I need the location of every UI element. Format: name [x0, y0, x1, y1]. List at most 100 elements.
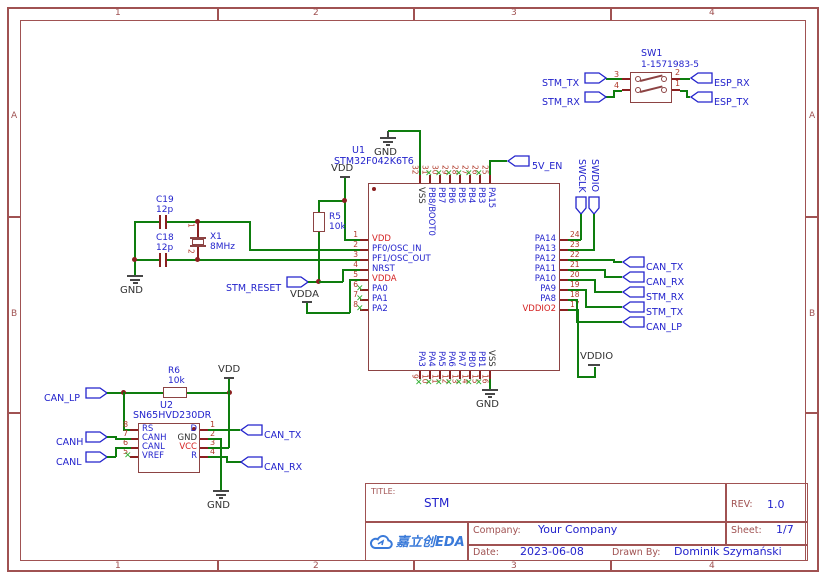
gnd-symbol[interactable]	[387, 131, 389, 138]
frame-row-label: A	[11, 111, 18, 121]
netflag-shape[interactable]	[286, 276, 309, 288]
netflag-shape[interactable]	[622, 256, 645, 268]
netflag-stm-rx[interactable]: STM_RX	[542, 90, 580, 109]
netflag-swdio-label[interactable]: SWDIO	[588, 159, 600, 193]
wire	[123, 392, 125, 431]
rev-value[interactable]: 1.0	[767, 498, 785, 511]
netflag-shape[interactable]	[240, 456, 263, 468]
u1-pin-stub	[429, 175, 431, 183]
netflag-can-tx[interactable]: CAN_TX	[646, 255, 683, 274]
netflag-shape[interactable]	[584, 72, 607, 84]
vdd-label[interactable]: VDD	[331, 163, 354, 174]
netflag-shape[interactable]	[622, 316, 645, 328]
no-connect-x: ✕	[415, 378, 423, 388]
u1-pin-number: 9	[410, 374, 420, 379]
u2-pin-stub	[130, 447, 138, 449]
gnd-symbol[interactable]	[213, 490, 229, 492]
u1-pin-label: PB5	[455, 187, 466, 204]
netflag-shape[interactable]	[690, 72, 713, 84]
wire	[604, 276, 622, 278]
u1-pin-number: 11	[430, 374, 440, 384]
netflag-can-lp[interactable]: CAN_LP	[646, 315, 682, 334]
x1-pin	[197, 221, 199, 237]
date-value[interactable]: 2023-06-08	[520, 545, 584, 558]
netflag-stm-tx[interactable]: STM_TX	[542, 71, 579, 90]
wire	[318, 232, 320, 282]
netflag-stm-tx[interactable]: STM_TX	[646, 300, 683, 319]
r5-body[interactable]	[313, 212, 325, 232]
r6-body[interactable]	[163, 387, 187, 398]
gnd-symbol	[386, 144, 390, 146]
x1-body[interactable]	[192, 239, 204, 245]
c18-plate[interactable]	[159, 253, 161, 267]
netflag-label: CANH	[56, 437, 84, 448]
sw1-contact	[661, 76, 667, 82]
c18-plate[interactable]	[165, 253, 167, 267]
netflag-shape[interactable]	[690, 91, 713, 103]
no-connect-x: ✕	[455, 169, 463, 179]
netflag-shape[interactable]	[85, 387, 108, 399]
u1-pin-number: 22	[570, 250, 580, 259]
gnd-symbol[interactable]	[482, 389, 498, 391]
netflag-5v-en[interactable]: 5V_EN	[532, 154, 562, 173]
drawn-by-value[interactable]: Dominik Szymański	[674, 545, 782, 558]
gnd-label: GND	[120, 285, 143, 296]
netflag-shape[interactable]	[85, 431, 108, 443]
drawn-by-label: Drawn By:	[612, 547, 661, 558]
netflag-label: ESP_TX	[714, 97, 749, 108]
r5-value: 10k	[329, 222, 346, 232]
netflag-shape[interactable]	[622, 271, 645, 283]
x1-plate	[190, 245, 206, 247]
gnd-symbol[interactable]	[127, 275, 143, 277]
netflag-esp-rx[interactable]: ESP_RX	[714, 71, 750, 90]
frame-col-label: 1	[115, 8, 121, 18]
netflag-shape[interactable]	[507, 155, 530, 167]
wire	[115, 447, 117, 457]
c19-plate[interactable]	[165, 215, 167, 229]
netflag-shape[interactable]	[588, 196, 601, 215]
company-value[interactable]: Your Company	[538, 523, 618, 536]
title-value[interactable]: STM	[424, 496, 450, 510]
netflag-stm-rx[interactable]: STM_RX	[646, 285, 684, 304]
u2-ref: U2	[160, 400, 173, 411]
u2-pin-label: D	[190, 424, 197, 434]
netflag-can-rx[interactable]: CAN_RX	[646, 270, 684, 289]
frame-col-label: 2	[313, 8, 319, 18]
wire	[220, 438, 222, 490]
vddio-label[interactable]: VDDIO	[580, 351, 614, 362]
u1-pin-stub	[419, 371, 421, 379]
netflag-esp-tx[interactable]: ESP_TX	[714, 90, 749, 109]
vdd-label[interactable]: VDD	[218, 364, 241, 375]
netflag-shape[interactable]	[575, 196, 588, 215]
sheet-value[interactable]: 1/7	[776, 523, 794, 536]
netflag-shape[interactable]	[584, 91, 607, 103]
netflag-shape[interactable]	[622, 301, 645, 313]
no-connect-x: ✕	[356, 284, 364, 294]
wire	[577, 309, 579, 378]
u1-body[interactable]	[368, 183, 560, 371]
jlceda-logo-text: 嘉立创EDA	[396, 535, 465, 550]
netflag-can-tx[interactable]: CAN_TX	[264, 423, 301, 442]
wire	[167, 259, 360, 261]
frame-tick	[8, 412, 20, 414]
c19-plate[interactable]	[159, 215, 161, 229]
netflag-can-rx[interactable]: CAN_RX	[264, 455, 302, 474]
u1-pin-number: 16	[480, 374, 490, 384]
netflag-shape[interactable]	[85, 451, 108, 463]
u2-body[interactable]	[138, 423, 200, 473]
netflag-label: 5V_EN	[532, 161, 563, 172]
title-block-line	[725, 483, 727, 545]
netflag-stm-reset[interactable]: STM_RESET	[226, 276, 281, 295]
netflag-swclk-label[interactable]: SWCLK	[575, 159, 587, 193]
u1-pin-stub	[360, 249, 368, 251]
vdda-label[interactable]: VDDA	[290, 289, 319, 300]
netflag-can-lp[interactable]: CAN_LP	[44, 386, 80, 405]
netflag-shape[interactable]	[622, 286, 645, 298]
sw1-contact	[661, 87, 667, 93]
netflag-label: CAN_TX	[646, 262, 684, 273]
netflag-canl[interactable]: CANL	[56, 450, 82, 469]
netflag-shape[interactable]	[240, 424, 263, 436]
x1-pin	[197, 247, 199, 260]
netflag-canh[interactable]: CANH	[56, 430, 83, 449]
wire	[568, 269, 605, 271]
